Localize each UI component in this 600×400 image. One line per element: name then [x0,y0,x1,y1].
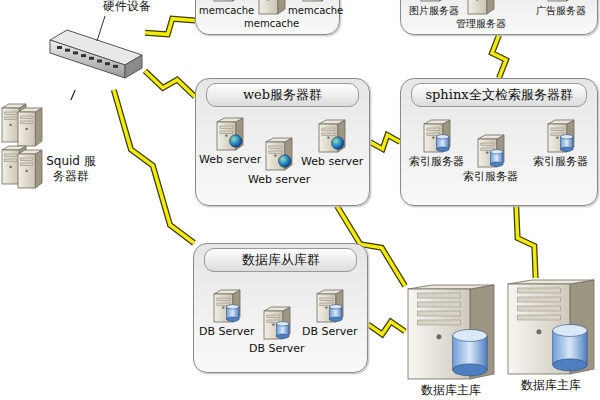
node-label: memcache [199,4,254,17]
server-node: Web server [301,119,363,168]
server-icon [505,278,597,376]
server-node: memcache [288,0,343,17]
node-label: DB Server [302,325,358,338]
server-node: 索引服务器 [463,134,518,183]
server-icon [213,0,241,2]
server-node: 广告服务器 [536,0,586,17]
server-icon [213,289,241,323]
node-label: 数据库主库 [521,378,581,392]
node-label: memcache [288,4,343,17]
node-label: sphinx全文检索服务器群 [411,83,587,107]
server-node: Web server [199,117,261,166]
server-group: 数据库从库群 DB Server DB Server DB Server [193,243,368,373]
master-db-server: 数据库主库 [405,283,497,397]
lightning-link [368,322,405,335]
server-icon [405,283,497,381]
lightning-link [145,71,195,97]
node-label: Web server [248,173,310,186]
node-label: Web server [199,153,261,166]
squid-cluster: Squid 服务器群 [0,100,100,195]
server-group: 图片服务器管理服务器 广告服务器 [400,0,598,35]
node-label: web服务器群 [206,83,359,107]
server-icon [265,137,293,171]
node-label: 索引服务器 [463,170,518,183]
server-node: DB Server [249,306,305,355]
server-node: memcache [199,0,254,17]
server-node: DB Server [199,289,255,338]
node-label: 硬件设备 [103,0,151,13]
node-label: Web server [301,155,363,168]
lightning-link [145,19,195,35]
node-label: DB Server [249,342,305,355]
node-label: 索引服务器 [533,155,588,168]
node-label: Squid 服务器群 [44,154,98,184]
server-icon [423,119,451,153]
server-icon [547,119,575,153]
master-db-server: 数据库主库 [505,278,597,392]
server-icon [477,134,505,168]
node-label: 数据库从库群 [204,248,357,272]
lightning-link [492,35,506,78]
server-icon [258,0,286,15]
hardware-switch: 硬件设备 [45,0,145,90]
server-node: DB Server [302,289,358,338]
switch-icon [45,0,145,90]
server-node: 管理服务器 [456,0,506,30]
lightning-link [516,206,535,278]
node-label: 管理服务器 [456,17,506,30]
node-label: memcache [244,17,299,30]
server-icon [216,117,244,151]
server-icon [263,306,291,340]
node-label: 广告服务器 [536,4,586,17]
lightning-link [114,90,194,243]
server-node: 索引服务器 [533,119,588,168]
server-icon [547,0,575,2]
server-node: 图片服务器 [409,0,459,17]
node-label: 索引服务器 [409,155,464,168]
squid-icon [0,100,46,192]
lightning-link [370,135,400,149]
server-group: web服务器群Web serverWeb serverWeb server [195,78,370,206]
server-icon [467,0,495,15]
node-label: DB Server [199,325,255,338]
cable-link [71,90,75,100]
server-icon [318,119,346,153]
server-group: sphinx全文检索服务器群索引服务器索引服务器索引服务器 [400,78,598,206]
node-label: 图片服务器 [409,4,459,17]
server-icon [302,0,330,2]
server-group: memcachememcachememcache [195,0,340,35]
server-icon [316,289,344,323]
server-icon [420,0,448,2]
server-node: 索引服务器 [409,119,464,168]
server-node: Web server [248,137,310,186]
node-label: 数据库主库 [421,383,481,397]
